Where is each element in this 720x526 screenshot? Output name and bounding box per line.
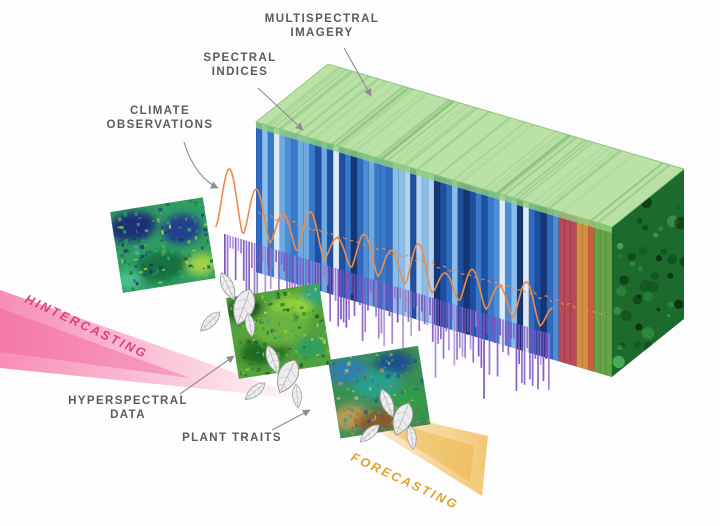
cube-top-face (254, 63, 686, 233)
label-multispectral-line1: MULTISPECTRAL (265, 13, 379, 25)
label-climate-line1: CLIMATE (130, 105, 190, 117)
climate-bars (224, 234, 550, 399)
label-multispectral-line2: IMAGERY (290, 27, 353, 39)
hyperspectral-tile-1 (110, 197, 216, 293)
hindcast-band-wedge (0, 290, 312, 400)
label-hyperspectral-line1: HYPERSPECTRAL (68, 395, 188, 407)
connector-hyperspectral (179, 355, 235, 395)
cube-end-cap (612, 169, 684, 377)
hyperspectral-tile-3 (328, 345, 431, 439)
label-spectral-line2: INDICES (212, 66, 268, 78)
climate-curve (215, 168, 553, 327)
label-plant-traits: PLANT TRAITS (182, 432, 282, 444)
label-hyperspectral-line2: DATA (110, 409, 146, 421)
connector-multispectral (343, 47, 372, 97)
climate-overlay (215, 168, 553, 399)
top-face (254, 63, 686, 228)
label-spectral-line1: SPECTRAL (203, 52, 276, 64)
label-climate-line2: OBSERVATIONS (107, 119, 214, 131)
hindcast-band-inner (0, 308, 190, 378)
hindcast-band (0, 290, 312, 400)
connector-spectral-indices (257, 87, 304, 131)
data-cube (254, 63, 686, 377)
end-cap-face (612, 169, 684, 377)
top-face-lip (256, 122, 612, 233)
connector-climate (183, 141, 219, 189)
connector-plant-traits (271, 409, 311, 431)
